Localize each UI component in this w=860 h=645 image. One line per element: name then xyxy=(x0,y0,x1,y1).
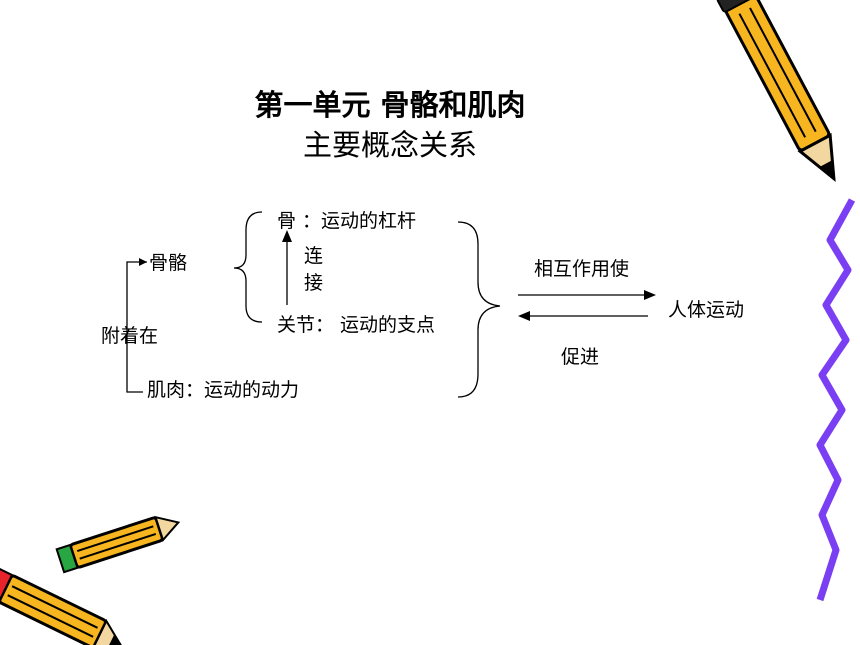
label-attached: 附着在 xyxy=(101,325,159,347)
skeleton-brace xyxy=(233,211,263,323)
page-title: 第一单元 骨骼和肌肉 xyxy=(254,88,526,122)
crossed-pencils-icon xyxy=(0,515,181,645)
node-movement: 人体运动 xyxy=(668,299,745,321)
node-skeleton: 骨骼 xyxy=(149,252,188,274)
connect-arrow-head xyxy=(282,230,292,242)
label-connect-2: 接 xyxy=(304,272,324,294)
page-subtitle: 主要概念关系 xyxy=(302,128,477,162)
combined-brace xyxy=(457,221,501,398)
node-joint: 关节： 运动的支点 xyxy=(277,314,436,336)
node-muscle: 肌肉：运动的动力 xyxy=(147,379,300,401)
label-promote: 促进 xyxy=(561,346,600,368)
promote-arrow-head xyxy=(518,311,530,321)
attach-connector-line xyxy=(126,261,147,393)
attach-arrow-head xyxy=(139,258,147,266)
squiggle-decoration xyxy=(816,198,856,602)
label-interact: 相互作用使 xyxy=(534,258,630,280)
node-bone: 骨 ：运动的杠杆 xyxy=(277,210,417,232)
interact-arrow-head xyxy=(644,290,656,300)
pencil-icon xyxy=(716,0,836,182)
label-connect-1: 连 xyxy=(304,245,324,267)
